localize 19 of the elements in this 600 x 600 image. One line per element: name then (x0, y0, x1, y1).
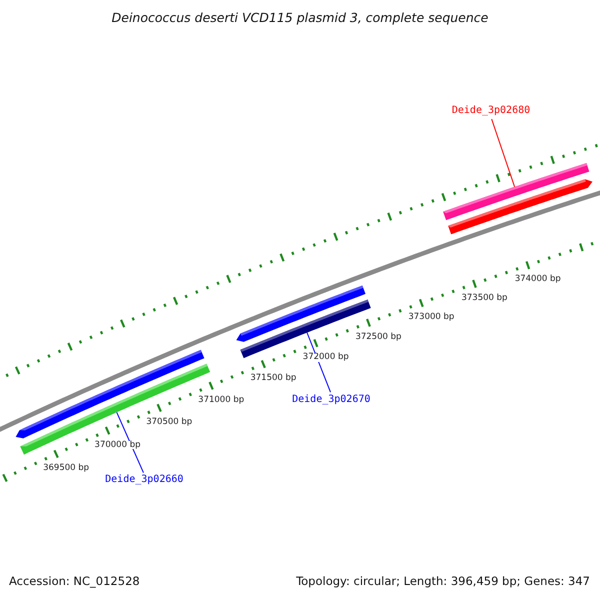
gene-label: Deide_3p02670 (292, 395, 370, 406)
footer-text: Topology: circular; Length: 396,459 bp; Genes: 347 (296, 576, 590, 588)
scale-label: 371000 bp (198, 396, 244, 404)
leader-line (116, 412, 144, 474)
leader-line (491, 118, 516, 188)
scale-label: 369500 bp (43, 464, 90, 472)
gene-label: Deide_3p02660 (105, 475, 184, 486)
scale-label: 371500 bp (250, 374, 296, 383)
gene-bar (448, 179, 592, 234)
scale-label: 373500 bp (461, 294, 508, 302)
scale-label: 370000 bp (94, 440, 140, 450)
scale-label: 374000 bp (514, 275, 561, 284)
scale-label: 372500 bp (355, 332, 402, 342)
footer-text: Accession: NC_012528 (9, 576, 140, 588)
scale-label: 370500 bp (146, 418, 192, 426)
scale-label: 373000 bp (408, 312, 454, 322)
title: Deinococcus deserti VCD115 plasmid 3, complete sequence (110, 12, 490, 24)
scale-label: 372000 bp (302, 353, 349, 362)
gene-label: Deide_3p02680 (452, 106, 530, 116)
